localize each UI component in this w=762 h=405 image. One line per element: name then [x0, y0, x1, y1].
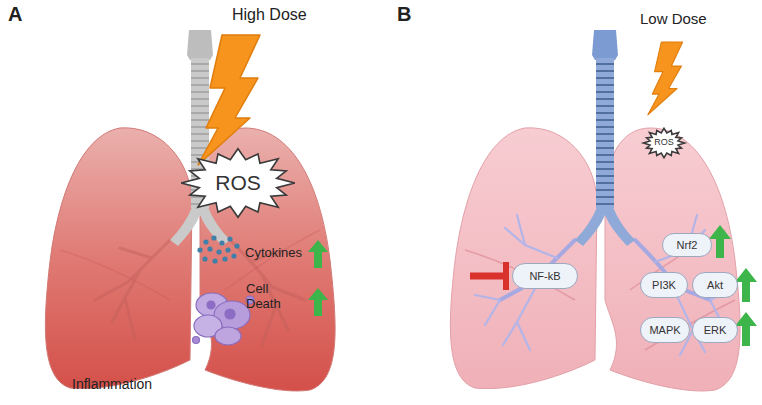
pathway-box: Nrf2	[662, 233, 712, 257]
burst-shape	[181, 149, 295, 218]
increase-arrow	[308, 288, 328, 316]
outcome-label: Inflammation	[72, 376, 152, 392]
cytokine-dot	[225, 247, 230, 252]
node-text: Nrf2	[677, 239, 698, 251]
cytokine-dot	[234, 243, 239, 248]
cytokine-dot	[203, 239, 208, 244]
increase-arrow	[735, 312, 757, 346]
inhibition-stem	[470, 273, 506, 280]
trachea	[596, 58, 614, 208]
cytokine-dot	[216, 249, 221, 254]
panel-letter: A	[8, 3, 22, 26]
cytokine-cluster	[197, 235, 239, 263]
node-text: ERK	[704, 324, 727, 336]
burst-shape	[643, 128, 684, 157]
pathway-box: PI3K	[640, 272, 688, 298]
cytokine-dot	[211, 235, 216, 240]
inhibition-bar	[503, 262, 509, 290]
radiation-bolt	[198, 35, 260, 165]
effect-label: Cytokines	[245, 246, 302, 261]
lobe-fissure	[60, 230, 320, 300]
cytokine-dot	[212, 258, 217, 263]
effect-label: Cell Death	[246, 282, 290, 312]
node-text: ROS	[215, 171, 261, 194]
ros-burst: ROS	[180, 148, 296, 218]
cell-fragment	[193, 337, 200, 344]
cytokine-dot	[219, 240, 224, 245]
panel-letter: B	[397, 3, 411, 26]
radiation-bolt	[648, 42, 683, 115]
cytokine-dot	[207, 246, 212, 251]
pathway-box: MAPK	[640, 317, 690, 343]
increase-arrow	[308, 240, 328, 268]
node-text: ROS	[654, 138, 674, 148]
pathway-box: Akt	[692, 272, 738, 298]
larynx	[187, 30, 213, 60]
left-lung	[45, 128, 192, 389]
node-text: Akt	[707, 279, 723, 291]
small-bolt-group	[648, 42, 683, 115]
ros-burst: ROS	[643, 128, 685, 158]
pathway-box: NF-kB	[512, 263, 578, 289]
cell-nucleus	[225, 309, 235, 319]
bronchi	[575, 205, 635, 246]
trachea-rings	[596, 64, 614, 204]
node-text: MAPK	[649, 324, 680, 336]
cytokine-dot	[202, 256, 207, 261]
bronchial-tree	[95, 240, 305, 345]
increase-arrow	[709, 225, 731, 258]
dying-cells	[193, 293, 255, 345]
panel-b-lungs	[450, 30, 740, 391]
cytokine-dot	[197, 247, 202, 252]
dose-label: Low Dose	[640, 10, 707, 27]
dose-label: High Dose	[232, 6, 307, 24]
cell-blob	[215, 327, 241, 345]
cytokine-dot	[227, 236, 232, 241]
increase-arrow	[735, 268, 757, 302]
left-lung	[450, 128, 597, 389]
node-text: NF-kB	[529, 270, 560, 282]
cytokine-dot	[231, 253, 236, 258]
cytokine-dot	[222, 256, 227, 261]
cell-nucleus	[207, 301, 215, 309]
larynx	[592, 30, 618, 60]
pathway-box: ERK	[692, 317, 738, 343]
right-lung	[605, 128, 740, 391]
node-text: PI3K	[652, 279, 676, 291]
